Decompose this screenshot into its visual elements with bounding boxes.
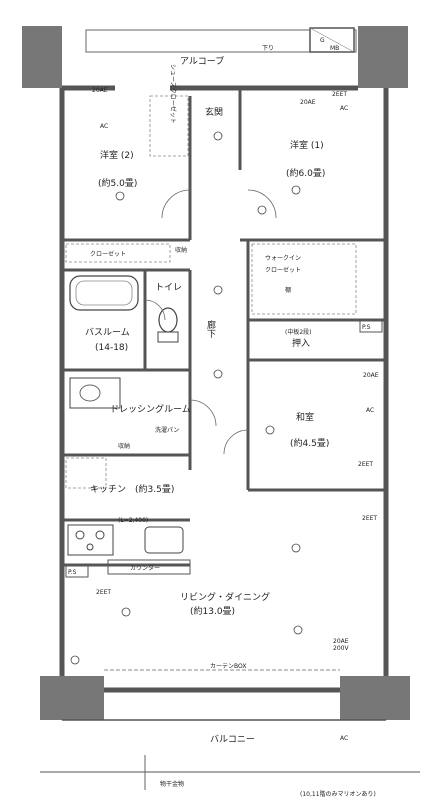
label-entrance: 玄関: [205, 106, 223, 118]
label-counter: カウンター: [130, 564, 160, 572]
label-ac-3: AC: [366, 407, 374, 414]
label-washitsu-name: 和室: [296, 411, 314, 423]
label-living-size: (約13.0畳): [190, 605, 235, 617]
bathtub-inner: [75, 280, 133, 306]
label-outlet-20ae-3: 20AE: [363, 372, 379, 379]
label-closet-west2: クローゼット: [90, 250, 126, 258]
label-outlet-2eet-3: 2EET: [96, 589, 111, 596]
label-living-name: リビング・ダイニング: [180, 591, 270, 603]
label-ac-2: AC: [340, 105, 348, 112]
label-storage-west2: 収納: [175, 246, 187, 254]
label-kitchen-size: (約3.5畳): [135, 483, 174, 495]
vanity-sink: [79, 384, 101, 402]
label-alcove: アルコーブ: [180, 55, 224, 67]
label-outlet-2eet-2: 2EET: [358, 461, 373, 468]
label-kitchen-length: (L=2,400): [118, 517, 148, 524]
label-kitchen-name: キッチン: [90, 484, 126, 495]
label-western1-size: (約6.0畳): [286, 167, 325, 179]
label-walkin-2: クローゼット: [265, 266, 301, 274]
label-meter-box: MB: [330, 45, 339, 52]
label-toilet: トイレ: [155, 283, 182, 293]
exterior-walls: [59, 85, 389, 693]
label-oshiire: 押入: [292, 337, 310, 349]
toilet-bowl: [158, 307, 178, 333]
label-outlet-2eet-1: 2EET: [332, 91, 347, 98]
label-washroom-storage: 収納: [118, 442, 130, 450]
corner-column-bottom-right: [340, 676, 410, 720]
label-ps-right: P.S: [362, 324, 371, 331]
label-outlet-20ae-1: 20AE: [92, 87, 108, 94]
vanity-counter: [69, 377, 121, 409]
label-outlet-200v: 200V: [333, 645, 349, 652]
label-curtain-box: カーテンBOX: [210, 663, 246, 670]
label-shoes-closet: シューズクローゼット: [169, 64, 177, 124]
label-gas: G: [320, 37, 325, 44]
burner-3: [86, 543, 94, 551]
label-western2-name: 洋室 (2): [100, 149, 134, 161]
label-stairs: 下り: [262, 45, 274, 52]
bathtub: [69, 275, 139, 311]
label-laundry-pan: 洗濯パン: [155, 426, 179, 434]
pipe-shaft-left: [65, 564, 89, 578]
label-bath-name: バスルーム: [85, 327, 130, 338]
label-walkin-shelf: 棚: [285, 286, 291, 294]
label-ps-left: P.S: [68, 569, 77, 576]
label-western1-name: 洋室 (1): [290, 139, 324, 151]
label-western2-size: (約5.0畳): [98, 177, 137, 189]
alcove-zone: [85, 29, 357, 53]
label-ac-1: AC: [100, 123, 108, 130]
door-swings: [144, 189, 277, 455]
label-balcony: バルコニー: [210, 734, 255, 745]
pipe-shaft-right: [359, 319, 383, 333]
label-oshiire-note: (中板2段): [285, 328, 312, 336]
label-dressing: ドレッシングルーム: [110, 403, 191, 415]
label-bath-size: (14-18): [95, 343, 128, 353]
note-drainage: 物干金物: [160, 780, 184, 788]
counter-top: [107, 559, 191, 575]
stove: [67, 524, 114, 556]
burner-2: [95, 530, 105, 540]
label-outlet-20ae-2: 20AE: [300, 99, 316, 106]
label-ac-4: AC: [340, 735, 348, 742]
meter-box-diagonal: [309, 27, 355, 53]
label-hallway: 廊下: [205, 319, 216, 339]
label-walkin-1: ウォークイン: [265, 254, 301, 262]
corner-column-top-left: [22, 26, 62, 88]
interior-walls: [62, 88, 386, 567]
burner-1: [75, 530, 85, 540]
label-washitsu-size: (約4.5畳): [290, 437, 329, 449]
closet-lines: [65, 95, 357, 489]
note-mullion: (10,11階のみマリオンあり): [300, 790, 376, 798]
light-fixtures: [70, 131, 303, 665]
label-outlet-20ae-4: 20AE: [333, 638, 349, 645]
corner-column-top-right: [358, 26, 408, 88]
kitchen-sink: [144, 526, 184, 554]
toilet-tank: [157, 331, 179, 343]
corner-column-bottom-left: [40, 676, 104, 720]
label-outlet-2eet-4: 2EET: [362, 515, 377, 522]
